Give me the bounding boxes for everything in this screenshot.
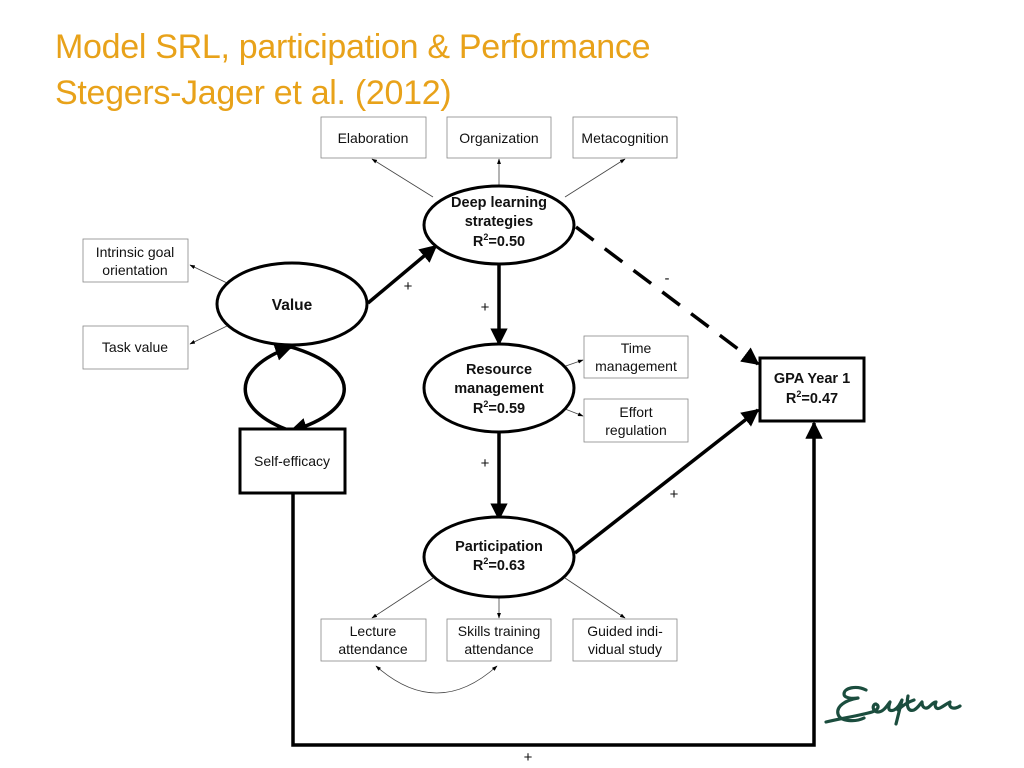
- label-effort-2: regulation: [605, 422, 667, 438]
- sign-deep-gpa: -: [665, 270, 670, 287]
- label-skills-2: attendance: [464, 641, 533, 657]
- box-metacognition: [572, 116, 678, 159]
- label-intrinsic-2: orientation: [102, 262, 167, 278]
- arrow-value-taskvalue: [189, 325, 228, 345]
- ellipse-deep-learning: [422, 184, 576, 266]
- slide-title-line1: Model SRL, participation & Performance: [55, 28, 651, 66]
- self-efficacy-label: Self-efficacy: [254, 453, 330, 469]
- value-label: Value: [272, 297, 313, 314]
- label-metacognition: Metacognition: [581, 130, 668, 146]
- sign-resource-participation: +: [481, 455, 490, 472]
- label-guided-1: Guided indi-: [587, 623, 663, 639]
- sign-selfefficacy-gpa: +: [524, 749, 533, 766]
- ellipse-value: [215, 261, 369, 347]
- slide-title-line2: Stegers-Jager et al. (2012): [55, 74, 452, 112]
- label-time-1: Time: [621, 340, 652, 356]
- label-task-value: Task value: [102, 339, 168, 355]
- arrow-deep-metacognition: [564, 158, 626, 198]
- path-selfefficacy-value-right: [289, 345, 346, 435]
- label-effort-1: Effort: [619, 404, 652, 420]
- path-participation-gpa: [573, 408, 760, 555]
- ellipse-participation: [422, 515, 576, 599]
- label-time-2: management: [595, 358, 677, 374]
- box-self-efficacy: [238, 427, 347, 495]
- sign-participation-gpa: +: [670, 486, 679, 503]
- resource-line1: Resource: [466, 362, 532, 378]
- label-intrinsic-1: Intrinsic goal: [96, 244, 175, 260]
- box-lecture-attendance: [320, 618, 427, 662]
- arrow-lecture-skills-covariance: [375, 665, 498, 694]
- path-selfefficacy-gpa: [291, 421, 823, 747]
- label-elaboration: Elaboration: [338, 130, 409, 146]
- resource-line2: management: [454, 381, 544, 397]
- sign-deep-resource: +: [481, 299, 490, 316]
- participation-r2: R2=0.63: [473, 556, 525, 574]
- box-time-management: [583, 335, 689, 379]
- path-deep-gpa-dashed: [574, 225, 760, 366]
- path-selfefficacy-value-left: [243, 343, 293, 433]
- arrow-participation-lecture: [371, 577, 434, 619]
- label-lecture-1: Lecture: [350, 623, 397, 639]
- box-organization: [446, 116, 552, 159]
- box-task-value: [82, 325, 189, 370]
- box-skills-training: [446, 618, 552, 662]
- label-guided-2: vidual study: [588, 641, 662, 657]
- label-organization: Organization: [459, 130, 538, 146]
- arrow-participation-guided: [564, 577, 626, 619]
- sign-value-deep: +: [404, 278, 413, 295]
- arrow-deep-elaboration: [371, 158, 434, 198]
- box-guided-study: [572, 618, 678, 662]
- structural-paths: [243, 225, 823, 747]
- deep-r2: R2=0.50: [473, 232, 525, 250]
- box-effort-regulation: [583, 398, 689, 443]
- deep-line2: strategies: [465, 214, 534, 230]
- deep-line1: Deep learning: [451, 195, 547, 211]
- arrow-value-intrinsic: [189, 264, 228, 284]
- participation-line1: Participation: [455, 539, 543, 555]
- resource-r2: R2=0.59: [473, 399, 525, 417]
- ellipse-resource-management: [422, 342, 576, 434]
- path-value-deep: [366, 244, 438, 305]
- box-intrinsic-goal: [82, 238, 189, 283]
- label-lecture-2: attendance: [338, 641, 407, 657]
- erasmus-logo-icon: [824, 685, 962, 726]
- box-elaboration: [320, 116, 427, 159]
- gpa-line1: GPA Year 1: [774, 371, 850, 387]
- gpa-r2: R2=0.47: [786, 389, 838, 407]
- label-skills-1: Skills training: [458, 623, 540, 639]
- box-gpa-year1: [758, 356, 866, 423]
